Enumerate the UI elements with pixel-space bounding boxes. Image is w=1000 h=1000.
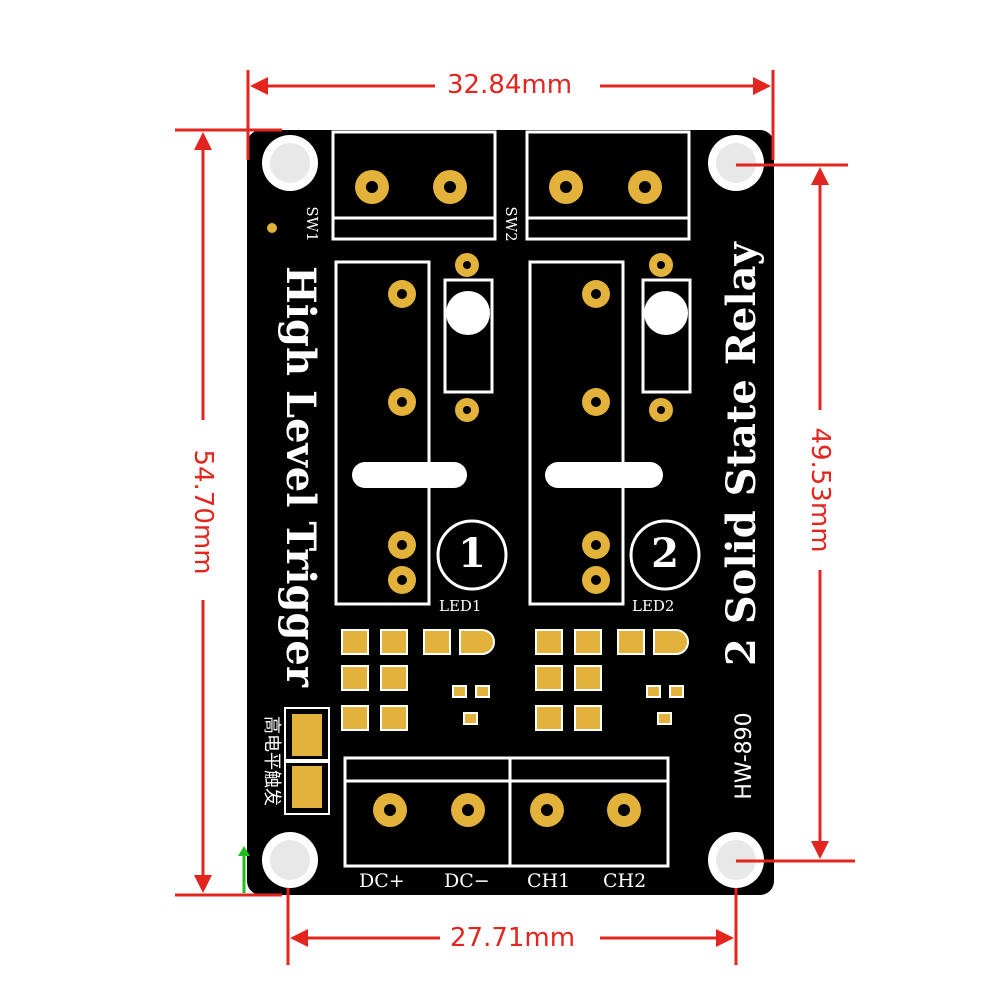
dim-left-height: 54.70mm bbox=[188, 449, 218, 575]
trigger-jumper bbox=[267, 223, 330, 815]
dim-bottom-width: 27.71mm bbox=[446, 925, 580, 951]
board-title: 2 Solid State Relay bbox=[718, 242, 765, 666]
sw2-label: SW2 bbox=[502, 206, 520, 242]
bottom-terminal bbox=[343, 756, 670, 868]
smd-pads-ch1 bbox=[341, 629, 495, 731]
terminal-label-dc-minus: DC− bbox=[444, 870, 490, 892]
board-subtitle: High Level Trigger bbox=[277, 266, 324, 687]
terminal-label-dc-plus: DC+ bbox=[359, 870, 405, 892]
terminal-label-ch2: CH2 bbox=[603, 870, 647, 892]
dim-top-width: 32.84mm bbox=[443, 72, 577, 98]
trigger-label-cn: 高电平触发 bbox=[261, 716, 282, 806]
led1-label: LED1 bbox=[439, 597, 482, 615]
green-mark bbox=[238, 846, 250, 893]
sw1-label: SW1 bbox=[303, 206, 321, 242]
sw2-terminal bbox=[525, 130, 691, 241]
relay-1 bbox=[334, 253, 508, 606]
terminal-label-ch1: CH1 bbox=[527, 870, 571, 892]
led2-label: LED2 bbox=[632, 597, 675, 615]
sw1-terminal bbox=[331, 130, 497, 241]
channel-mark-2: 2 bbox=[651, 530, 679, 577]
channel-mark-1: 1 bbox=[458, 530, 486, 577]
dimension-lines bbox=[175, 70, 855, 965]
board-model: HW-890 bbox=[732, 712, 757, 800]
dim-right-height: 49.53mm bbox=[805, 427, 835, 553]
relay-2 bbox=[528, 253, 701, 606]
smd-pads-ch2 bbox=[535, 629, 689, 731]
